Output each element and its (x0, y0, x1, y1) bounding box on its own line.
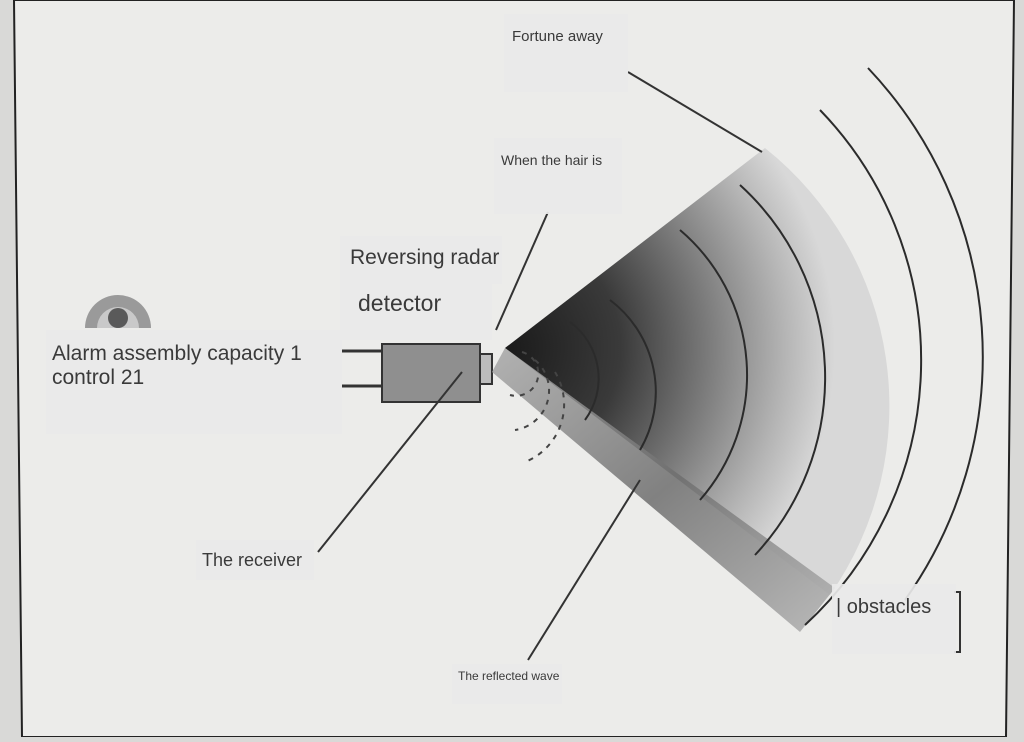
reflected-wave-arcs (509, 351, 566, 463)
label-reversing-radar-text: Reversing radar (350, 246, 500, 269)
label-alarm-assembly: Alarm assembly capacity 1 control 21 (46, 330, 342, 434)
label-fortune-away-text: Fortune away (512, 28, 603, 45)
obstacle-surface (492, 348, 835, 632)
label-receiver-text: The receiver (202, 550, 303, 570)
label-when-hair-is: When the hair is (494, 138, 622, 214)
radar-beam (505, 148, 890, 595)
label-alarm-assembly-text: Alarm assembly capacity 1 control 21 (52, 342, 302, 390)
label-obstacles: | obstacles (832, 584, 956, 654)
alarm-speaker-icon (85, 295, 151, 328)
label-receiver: The receiver (196, 540, 314, 580)
label-when-hair-is-text: When the hair is (501, 152, 603, 168)
label-detector: detector (340, 284, 492, 340)
label-detector-text: detector (358, 290, 442, 316)
wave-arcs (569, 67, 984, 626)
label-reflected-wave: The reflected wave (452, 664, 562, 704)
sensor-body (381, 343, 481, 403)
sensor-head (479, 353, 493, 385)
label-obstacles-text: | obstacles (836, 596, 932, 618)
label-reflected-wave-text: The reflected wave (458, 669, 560, 683)
label-reversing-radar: Reversing radar (340, 236, 502, 284)
label-fortune-away: Fortune away (504, 14, 628, 92)
leader-lines (317, 71, 961, 661)
sensor-wires (342, 349, 384, 388)
